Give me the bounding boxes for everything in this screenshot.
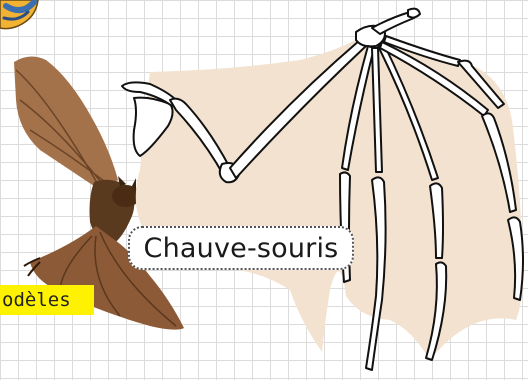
wing-membrane	[136, 36, 523, 360]
animal-name-label: Chauve-souris	[128, 226, 354, 270]
highlighted-tag: odèles	[0, 285, 94, 315]
